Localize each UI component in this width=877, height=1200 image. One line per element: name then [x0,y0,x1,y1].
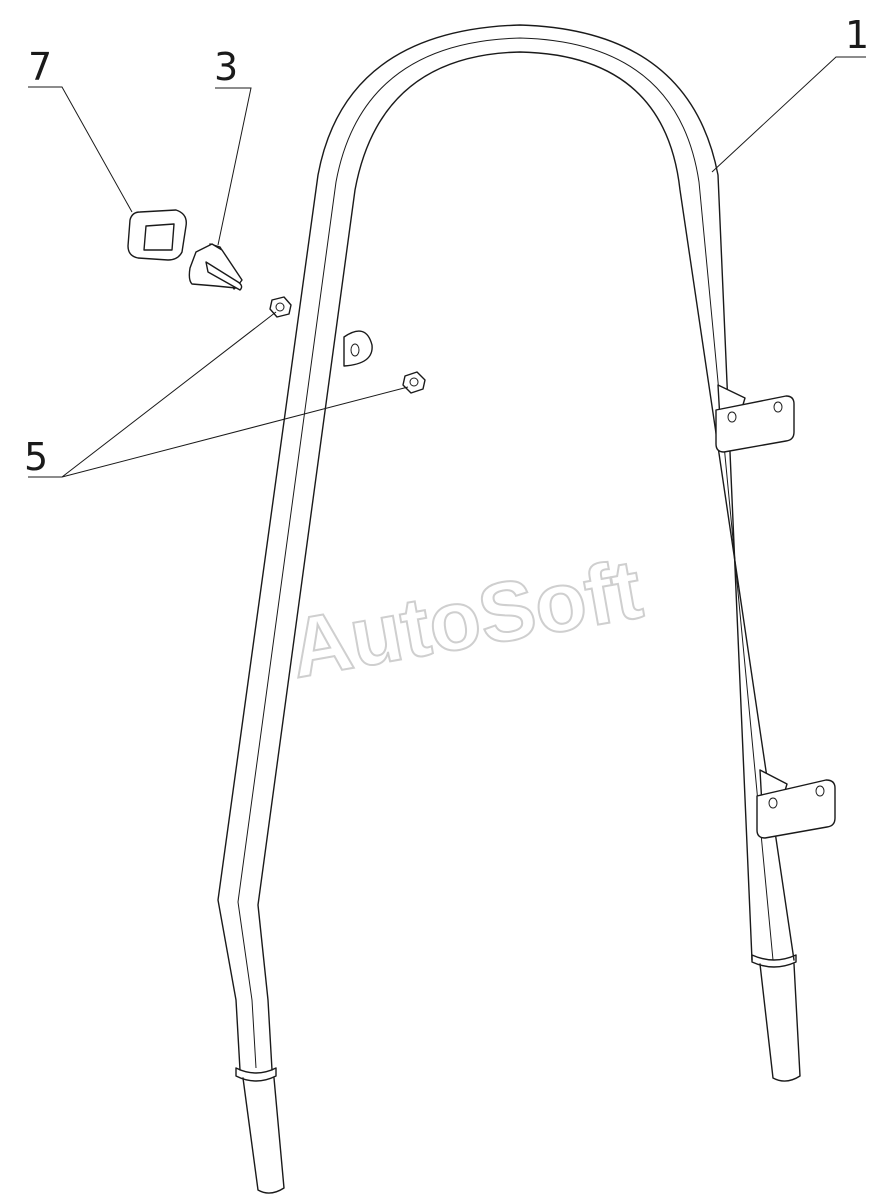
callout-7: 7 [28,45,52,89]
watermark-text: AutoSoft [283,541,648,695]
nut-lower [402,371,426,394]
right-sleeve [759,963,801,1082]
left-sleeve-collar [235,1067,277,1082]
right-sleeve-collar [751,954,797,968]
leader-lines [28,56,866,478]
tube-outer-edge [217,24,753,1071]
left-mounting-tab [343,330,373,367]
right-upper-bracket [715,384,795,453]
callout-1: 1 [845,13,869,57]
watermark: AutoSoft [282,540,649,696]
leader-line-1 [711,56,866,173]
square-washer [127,209,187,261]
callout-3: 3 [214,45,238,89]
roll-bar-tube [217,24,801,1194]
right-lower-bracket [756,769,836,839]
callout-5: 5 [24,435,48,479]
tube-inner-edge [257,51,795,1071]
left-sleeve [242,1077,285,1194]
leader-line-3 [215,87,252,246]
tube-center-line [237,37,774,1069]
square-head-bolt [188,243,243,291]
leader-line-7 [28,86,133,213]
leader-line-5 [28,311,409,478]
